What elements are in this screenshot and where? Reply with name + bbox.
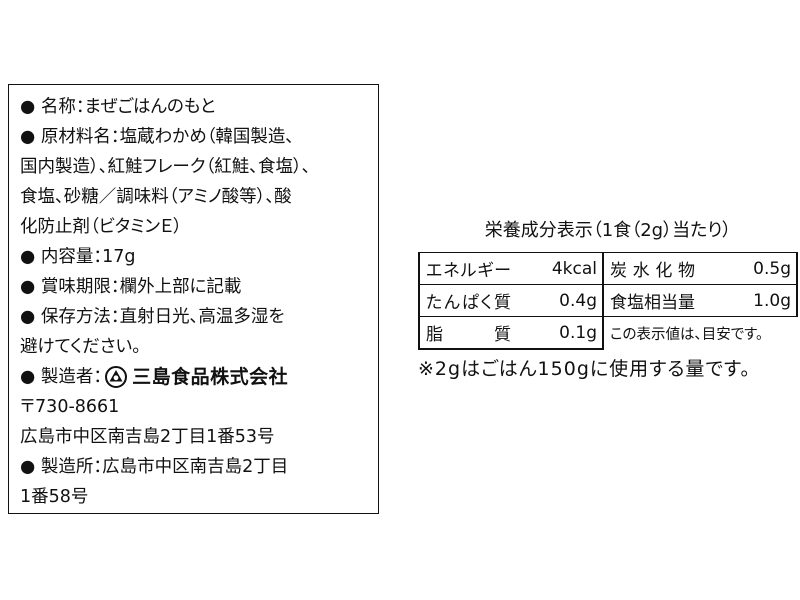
nutrition-cell-fat: 脂質 0.1g: [418, 316, 604, 350]
manufacturer-address-line: 広島市中区南吉島2丁目1番53号: [20, 427, 275, 447]
manufacturer-label: ● 製造者：: [20, 367, 103, 387]
product-info-box: ● 名称：まぜごはんのもと ● 原材料名：塩蔵わかめ（韓国製造、 国内製造）、紅…: [8, 84, 379, 514]
nutrition-cell-protein: たんぱく質 0.4g: [418, 284, 604, 316]
storage-line-1: ● 保存方法：直射日光、高温多湿を: [20, 307, 285, 327]
nutrition-label: たんぱく質: [426, 293, 511, 313]
nutrition-value: 0.5g: [753, 258, 791, 279]
mishima-foods-logo-icon: [104, 365, 128, 389]
factory-line-2: 1番58号: [20, 487, 89, 507]
nutrition-value: 0.1g: [559, 322, 597, 343]
nutrition-value: 1.0g: [753, 290, 791, 311]
manufacturer-line: ● 製造者： 三島食品株式会社: [20, 362, 372, 392]
ingredients-line-3: 食塩、砂糖／調味料（アミノ酸等）、酸: [20, 187, 292, 207]
factory-line-1: ● 製造所：広島市中区南吉島2丁目: [20, 457, 289, 477]
nutrition-label: エネルギー: [426, 261, 511, 281]
nutrition-cell-salt: 食塩相当量 1.0g: [604, 284, 798, 316]
ingredients-line-4: 化防止剤（ビタミンＥ）: [20, 217, 183, 237]
manufacturer-name: 三島食品株式会社: [132, 366, 289, 388]
nutrition-cell-energy: エネルギー 4kcal: [418, 252, 604, 284]
product-name-line: ● 名称：まぜごはんのもと: [20, 97, 216, 117]
nutrition-cell-carbohydrate: 炭水化物 0.5g: [604, 252, 798, 284]
nutrition-note: この表示値は、目安です。: [604, 316, 798, 350]
nutrition-label: 食塩相当量: [610, 293, 695, 313]
nutrition-value: 4kcal: [551, 258, 597, 279]
content-amount-line: ● 内容量：17g: [20, 247, 136, 267]
nutrition-label: 炭水化物: [610, 261, 695, 281]
ingredients-line-2: 国内製造）、紅鮭フレーク（紅鮭、食塩）、: [20, 157, 311, 177]
ingredients-line-1: ● 原材料名：塩蔵わかめ（韓国製造、: [20, 127, 295, 147]
nutrition-footnote: ※2gはごはん150gに使用する量です。: [418, 358, 751, 380]
postal-code-line: 〒730-8661: [20, 397, 120, 417]
logo-graphic: [105, 366, 128, 388]
nutrition-label: 脂質: [426, 325, 511, 345]
storage-line-2: 避けてください。: [20, 337, 141, 357]
nutrition-table: エネルギー 4kcal 炭水化物 0.5g たんぱく質 0.4g 食塩相当量 1…: [418, 252, 798, 350]
nutrition-value: 0.4g: [559, 290, 597, 311]
best-before-line: ● 賞味期限：欄外上部に記載: [20, 277, 242, 297]
nutrition-title: 栄養成分表示（1食（2g）当たり）: [484, 220, 732, 241]
